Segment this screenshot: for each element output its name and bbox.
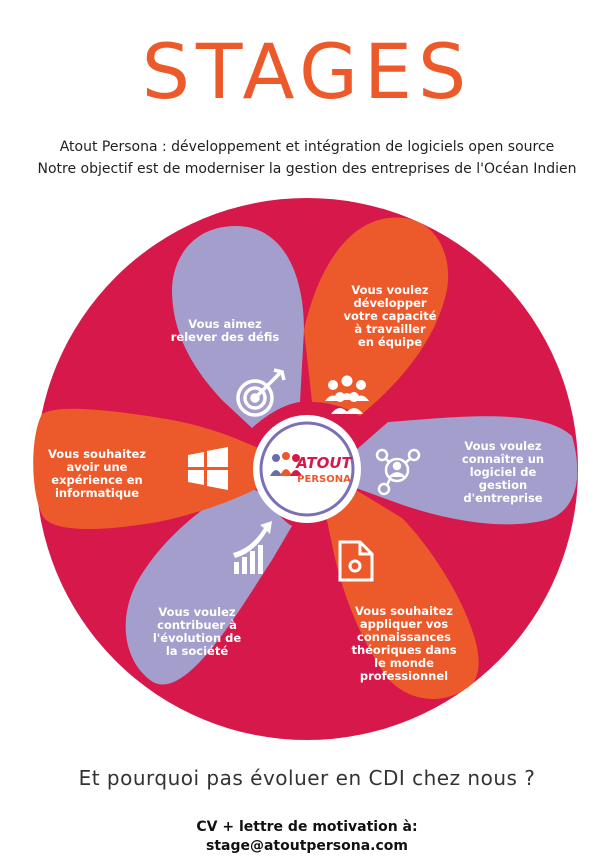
logo-text-bottom: PERSONA bbox=[297, 474, 351, 485]
petal-line: votre capacité bbox=[344, 309, 437, 323]
page-title: STAGES bbox=[141, 27, 473, 116]
petal-line: expérience en bbox=[51, 473, 142, 487]
target-icon bbox=[236, 368, 286, 417]
petal-experience bbox=[33, 408, 258, 529]
petal-line: l'évolution de bbox=[153, 631, 242, 645]
petal-line: en équipe bbox=[358, 335, 422, 349]
petal-line: gestion bbox=[479, 478, 527, 492]
petal-line: Vous souhaitez bbox=[355, 604, 453, 618]
petal-line: Vous voulez bbox=[158, 605, 236, 619]
petal-line: professionnel bbox=[360, 669, 448, 683]
contact-block: CV + lettre de motivation à: stage@atout… bbox=[0, 818, 614, 856]
petal-line: le monde bbox=[374, 656, 434, 670]
contact-instructions: CV + lettre de motivation à: bbox=[196, 819, 418, 835]
petal-line: connaître un bbox=[462, 452, 544, 466]
petal-line: à travailler bbox=[354, 322, 426, 336]
logo-text-top: ATOUT bbox=[295, 454, 353, 472]
petal-line: Vous voulez bbox=[351, 283, 429, 297]
intro-line-2: Notre objectif est de moderniser la gest… bbox=[37, 161, 577, 177]
petal-teamwork bbox=[304, 217, 449, 416]
petal-line: contribuer à bbox=[157, 618, 237, 632]
petal-knowledge bbox=[326, 490, 479, 699]
stages-wheel: ATOUT PERSONA bbox=[33, 198, 578, 740]
contact-email[interactable]: stage@atoutpersona.com bbox=[205, 838, 408, 854]
document-gear-icon bbox=[338, 540, 374, 582]
petal-line: Vous aimez bbox=[188, 317, 262, 331]
petal-line: développer bbox=[353, 296, 426, 310]
petal-line: la société bbox=[166, 644, 229, 658]
petal-line: d'entreprise bbox=[463, 491, 542, 505]
petal-line: connaissances bbox=[357, 630, 451, 644]
petal-line: Vous voulez bbox=[464, 439, 542, 453]
windows-icon bbox=[188, 447, 228, 490]
growth-chart-icon bbox=[233, 521, 272, 574]
petal-line: théoriques dans bbox=[351, 643, 456, 657]
petal-line: Vous souhaitez bbox=[48, 447, 146, 461]
logo-border bbox=[259, 421, 355, 517]
intro-line-1: Atout Persona : développement et intégra… bbox=[59, 139, 555, 155]
petal-line: informatique bbox=[55, 486, 139, 500]
petal-software bbox=[356, 416, 578, 525]
petal-line: relever des défis bbox=[171, 330, 280, 344]
petal-line: avoir une bbox=[67, 460, 128, 474]
team-icon bbox=[325, 375, 369, 414]
network-icon bbox=[375, 448, 421, 496]
logo-ring bbox=[253, 415, 361, 523]
intro-text: Atout Persona : développement et intégra… bbox=[0, 136, 614, 180]
petal-society bbox=[125, 484, 293, 685]
petal-line: logiciel de bbox=[470, 465, 537, 479]
petal-challenge bbox=[172, 226, 304, 428]
cdi-tagline: Et pourquoi pas évoluer en CDI chez nous… bbox=[78, 766, 536, 790]
atout-persona-logo: ATOUT PERSONA bbox=[270, 452, 354, 485]
petal-line: appliquer vos bbox=[360, 617, 448, 631]
